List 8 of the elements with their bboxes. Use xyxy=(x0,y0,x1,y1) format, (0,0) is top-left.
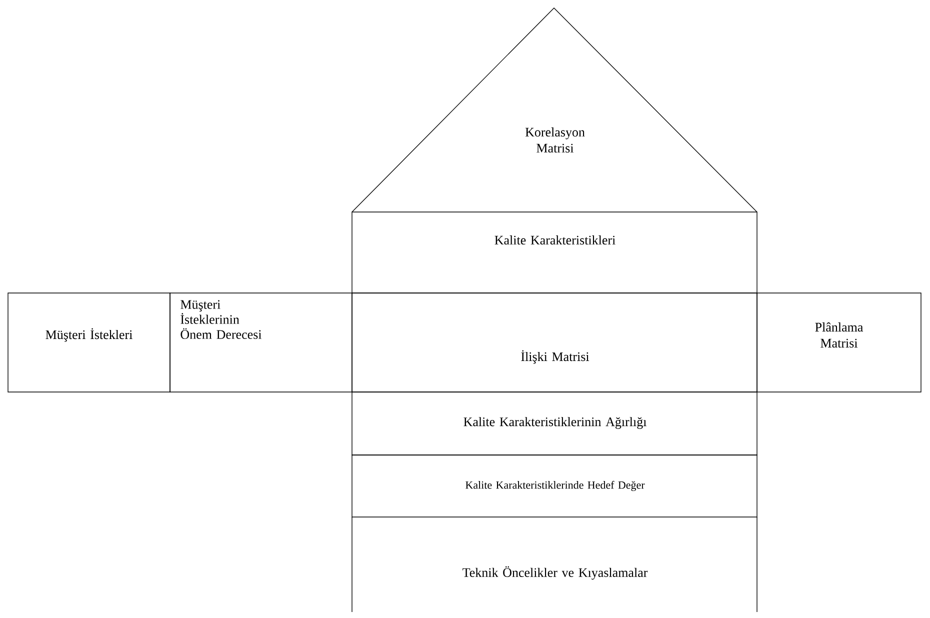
matrix-box: İlişki Matrisi xyxy=(352,292,758,392)
matrix-box: Plânlama Matrisi xyxy=(756,292,922,392)
matrix-box: Müşteri İsteklerinin Önem Derecesi xyxy=(170,292,352,392)
matrix-box: Teknik Öncelikler ve Kıyaslamalar xyxy=(352,516,758,612)
matrix-box: Kalite Karakteristikleri xyxy=(352,212,758,294)
matrix-box: Müşteri İstekleri xyxy=(8,292,170,392)
matrix-box: Kalite Karakteristiklerinde Hedef Değer xyxy=(352,454,758,518)
matrix-box: Kalite Karakteristiklerinin Ağırlığı xyxy=(352,392,758,456)
